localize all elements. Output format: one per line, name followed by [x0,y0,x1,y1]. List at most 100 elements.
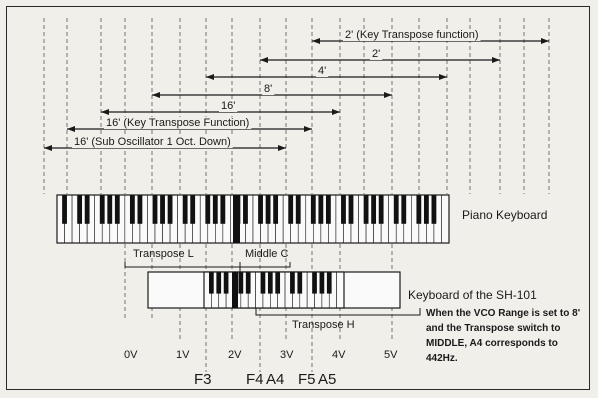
range-label-6: 16' (Sub Oscillator 1 Oct. Down) [74,136,231,148]
range-label-bg-6 [72,136,233,148]
range-arrowhead-left-5 [67,126,75,132]
piano-black-key-10 [137,195,143,224]
voltage-label-0: 0V [124,349,138,361]
sh101-black-key-4 [238,272,244,294]
sh101-middle-c-marker [232,272,238,308]
sh101-keyboard-label: Keyboard of the SH-101 [408,288,537,302]
transpose-brackets [124,262,421,316]
range-arrowhead-left-4 [101,109,109,115]
piano-black-key-17 [190,195,196,224]
vco-note: When the VCO Range is set to 8' and the … [426,308,581,364]
range-arrowhead-right-3 [384,92,392,98]
piano-black-key-33 [310,195,316,224]
voltage-label-1: 1V [176,349,190,361]
sh101-black-key-11 [290,272,295,294]
sh101-black-key-7 [260,272,266,294]
piano-black-key-48 [423,195,429,224]
piano-black-key-30 [288,195,294,224]
piano-black-key-27 [265,195,271,224]
piano-black-key-14 [167,195,173,224]
transpose-l-bracket [124,262,291,268]
note-label-f3: F3 [194,371,212,388]
piano-black-key-5 [99,195,105,224]
piano-black-key-0 [62,195,67,224]
piano-outline [56,194,450,244]
piano-black-key-21 [220,195,226,224]
range-arrowhead-left-6 [44,145,52,151]
range-arrowhead-right-2 [439,74,447,80]
sh101-black-key-2 [223,272,229,294]
transpose-l-label: Transpose L [133,248,194,260]
range-label-bg-0 [343,29,481,41]
sh101-black-key-16 [326,272,332,294]
note-label-a4: A4 [266,371,284,388]
piano-black-key-9 [129,195,135,224]
sh101-keyboard [147,271,401,309]
piano-black-key-40 [363,195,369,224]
piano-black-key-41 [371,195,377,224]
range-label-bg-5 [104,117,252,129]
piano-black-key-37 [341,195,346,224]
piano-black-key-2 [77,195,83,224]
range-label-5: 16' (Key Transpose Function) [106,117,249,129]
range-arrowhead-right-4 [332,109,340,115]
voltage-label-4: 4V [332,349,346,361]
piano-black-key-47 [416,195,422,224]
range-arrowhead-left-0 [312,38,320,44]
note-label-f4: F4 [246,371,264,388]
sh101-black-key-5 [245,272,251,294]
range-arrowhead-right-1 [492,57,500,63]
range-arrowhead-right-5 [304,126,312,132]
piano-black-key-20 [212,195,218,224]
piano-black-key-42 [378,195,384,224]
range-label-3: 8' [264,83,272,95]
range-label-bg-3 [262,83,275,95]
piano-black-key-44 [393,195,399,224]
sh101-outline [203,271,345,309]
piano-middle-c-marker [233,195,240,243]
range-arrowhead-right-6 [278,145,286,151]
note-label-f5: F5 [298,371,316,388]
piano-black-key-34 [318,195,324,224]
range-label-bg-4 [219,100,238,112]
range-label-1: 2' [372,48,380,60]
voltage-label-5: 5V [384,349,398,361]
piano-black-key-13 [160,195,165,224]
range-label-2: 4' [318,65,326,77]
sh101-black-key-12 [297,272,303,294]
middle-c-label: Middle C [245,248,288,260]
piano-black-key-19 [205,195,211,224]
sh101-black-key-9 [275,272,281,294]
piano-black-key-16 [182,195,188,224]
piano-black-key-35 [325,195,331,224]
range-label-bg-2 [316,65,329,77]
transpose-h-bracket [255,308,421,316]
diagram-frame [6,6,590,390]
transpose-h-label: Transpose H [292,319,355,331]
sh101-black-key-14 [312,272,317,294]
sh101-black-key-1 [216,272,222,294]
range-arrowhead-left-2 [206,74,214,80]
voltage-label-2: 2V [228,349,242,361]
range-arrowhead-left-3 [152,92,160,98]
range-arrows: 2' (Key Transpose function) 2' 4' 8' 16' 16' … [44,29,549,151]
range-arrowhead-right-0 [541,38,549,44]
range-label-4: 16' [221,100,235,112]
range-label-0: 2' (Key Transpose function) [345,29,479,41]
note-label-a5: A5 [318,371,336,388]
piano-black-key-45 [401,195,407,224]
piano-black-key-3 [84,195,90,224]
sh101-black-key-0 [209,272,214,294]
piano-black-key-26 [258,195,263,224]
piano-black-key-24 [243,195,248,224]
range-label-bg-1 [370,48,383,60]
piano-keyboard [56,194,450,244]
piano-black-key-49 [431,195,437,224]
piano-black-key-6 [107,195,113,224]
octave-guide-lines [43,18,550,372]
range-arrowhead-left-1 [260,57,268,63]
sh101-black-key-8 [267,272,273,294]
piano-black-key-7 [114,195,120,224]
sh101-white-key-18 [336,271,345,309]
